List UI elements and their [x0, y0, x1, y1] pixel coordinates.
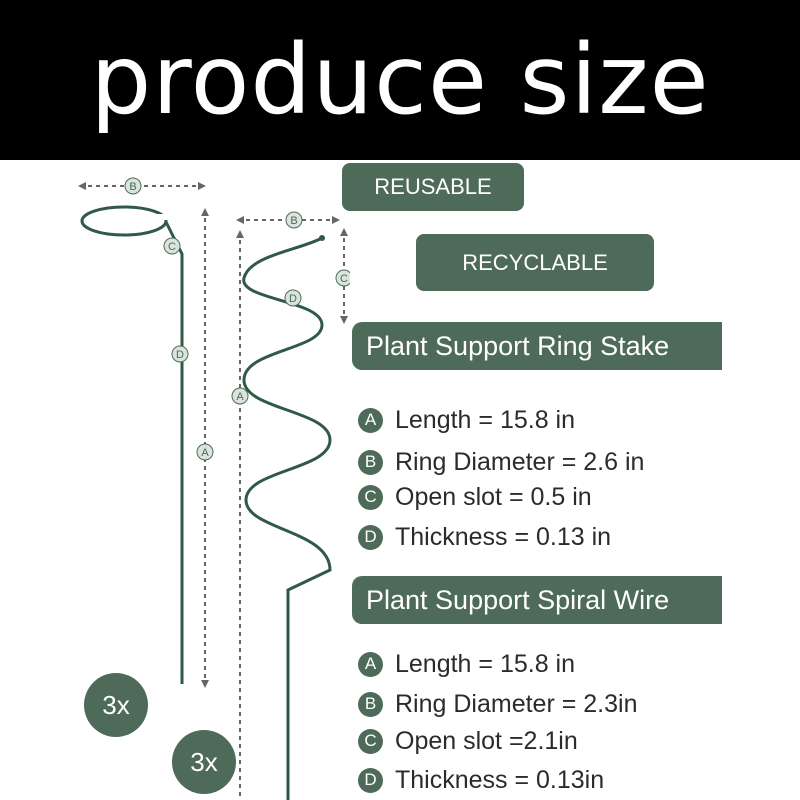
ring-stake-spec-open-slot: C Open slot = 0.5 in [358, 480, 592, 514]
svg-text:D: D [176, 349, 184, 361]
header-bar: produce size [0, 0, 800, 160]
ring-stake-quantity-badge: 3x [84, 673, 148, 737]
spiral-wire-title: Plant Support Spiral Wire [366, 584, 670, 615]
spec-text: Open slot =2.1in [395, 726, 578, 755]
arrow-icon [340, 228, 348, 236]
letter-badge-a: A [358, 407, 383, 433]
spec-text: Ring Diameter = 2.3in [395, 689, 638, 718]
marker-b-ring: B [124, 177, 142, 195]
spec-text: Length = 15.8 in [395, 405, 576, 434]
letter-badge-a: A [358, 651, 383, 677]
spiral-wire-quantity-badge: 3x [172, 730, 236, 794]
ring-stake-spec-thickness: D Thickness = 0.13 in [358, 520, 611, 554]
spec-text: Ring Diameter = 2.6 in [395, 447, 645, 476]
ring-stake-title: Plant Support Ring Stake [366, 330, 670, 361]
marker-d-ring: D [171, 345, 189, 363]
page-title: produce size [90, 24, 710, 136]
letter-badge-c: C [358, 484, 383, 510]
arrow-icon [198, 182, 206, 190]
marker-d-spiral: D [284, 289, 302, 307]
svg-text:D: D [289, 293, 297, 305]
spiral-wire-spec-thickness: D Thickness = 0.13in [358, 763, 604, 797]
spec-text: Open slot = 0.5 in [395, 482, 592, 511]
spiral-wire-spec-length: A Length = 15.8 in [358, 647, 575, 681]
arrow-icon [340, 316, 348, 324]
spec-text: Thickness = 0.13in [395, 765, 605, 794]
letter-badge-c: C [358, 728, 383, 754]
ring-stake-illustration [80, 205, 184, 684]
svg-text:B: B [129, 181, 136, 193]
spiral-wire-spec-ring-diameter: B Ring Diameter = 2.3in [358, 687, 637, 721]
ring-stake-spec-ring-diameter: B Ring Diameter = 2.6 in [358, 445, 644, 479]
svg-text:C: C [168, 241, 176, 253]
recyclable-tag: RECYCLABLE [416, 234, 654, 291]
marker-c-spiral: C [335, 269, 350, 287]
spiral-wire-title-banner: Plant Support Spiral Wire [352, 576, 722, 624]
spiral-wire-quantity: 3x [190, 746, 218, 777]
ring-stake-quantity: 3x [102, 689, 130, 720]
recyclable-label: RECYCLABLE [462, 249, 608, 275]
svg-text:A: A [201, 447, 209, 459]
reusable-tag: REUSABLE [342, 163, 524, 211]
spiral-wire-spec-open-slot: C Open slot =2.1in [358, 724, 578, 758]
arrow-icon [201, 680, 209, 688]
svg-text:B: B [290, 215, 297, 227]
letter-badge-d: D [358, 524, 383, 550]
arrow-icon [201, 208, 209, 216]
letter-badge-b: B [358, 449, 383, 475]
marker-a-spiral: A [231, 387, 249, 405]
spiral-wire-illustration [242, 235, 332, 800]
marker-a-ring: A [196, 443, 214, 461]
ring-stake-title-banner: Plant Support Ring Stake [352, 322, 722, 370]
arrow-icon [236, 216, 244, 224]
marker-c-ring: C [163, 237, 181, 255]
product-diagram: B C D A B C D A [78, 177, 350, 800]
arrow-icon [78, 182, 86, 190]
arrow-icon [332, 216, 340, 224]
arrow-icon [236, 230, 244, 238]
letter-badge-d: D [358, 767, 383, 793]
reusable-label: REUSABLE [374, 174, 492, 199]
letter-badge-b: B [358, 691, 383, 717]
spec-text: Length = 15.8 in [395, 649, 576, 678]
svg-text:A: A [236, 391, 244, 403]
ring-stake-spec-length: A Length = 15.8 in [358, 403, 575, 437]
svg-text:C: C [340, 273, 348, 285]
marker-b-spiral: B [285, 211, 303, 229]
spec-text: Thickness = 0.13 in [395, 522, 612, 551]
